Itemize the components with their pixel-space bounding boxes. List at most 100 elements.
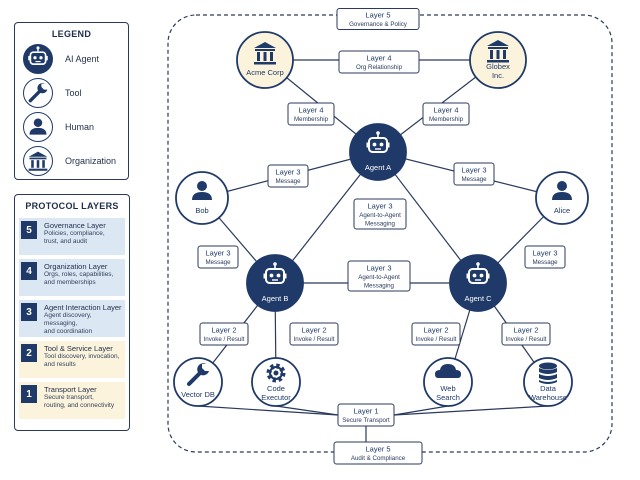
- label-box: [422, 102, 470, 126]
- layer-name: Governance Layer: [44, 221, 106, 230]
- node-label: Code: [267, 384, 285, 393]
- legend-title: LEGEND: [51, 29, 92, 39]
- label-box: [501, 322, 551, 346]
- node-label: Agent A: [365, 163, 391, 172]
- layer-name: Organization Layer: [44, 262, 108, 271]
- node-label: Web: [440, 384, 455, 393]
- node-label: Data: [540, 384, 557, 393]
- layer-name: Agent Interaction Layer: [44, 303, 122, 312]
- legend-item-ai-agent: AI Agent: [15, 42, 128, 76]
- layer-name: Tool & Service Layer: [44, 344, 113, 353]
- layer-label-sub: Audit & Compliance: [351, 455, 406, 462]
- legend-label: AI Agent: [65, 54, 100, 64]
- person-icon: [23, 112, 53, 142]
- label-box: [524, 245, 566, 269]
- layer-label-sub: Membership: [294, 116, 329, 123]
- layer-label-title: Layer 3: [532, 249, 557, 258]
- label-box: [338, 50, 420, 74]
- layer-label-sub: Membership: [429, 116, 464, 123]
- layer-label-sub: Agent-to-Agent: [359, 212, 401, 219]
- layer-label-title: Layer 3: [367, 202, 392, 211]
- node-alice[interactable]: Alice: [535, 171, 589, 225]
- layer-label-sub: Messaging: [365, 221, 395, 228]
- layer-description: and memberships: [44, 279, 96, 286]
- layer-label-sub: Message: [461, 176, 487, 183]
- layer-description: Agent discovery, messaging,: [44, 312, 92, 327]
- layer-number-badge: 2: [21, 344, 37, 362]
- layer-description: and results: [44, 361, 76, 368]
- layer-description: Secure transport,: [44, 394, 94, 401]
- node-label: Executor: [261, 393, 291, 402]
- label-box: [411, 322, 461, 346]
- layer-label-sub: Invoke / Result: [506, 336, 547, 343]
- label-box: [289, 322, 339, 346]
- node-label: Alice: [554, 206, 570, 215]
- node-label: Bob: [195, 206, 208, 215]
- layer-description: trust, and audit: [44, 238, 87, 245]
- node-acme[interactable]: Acme Corp: [236, 31, 294, 89]
- layer-label-title: Layer 2: [423, 326, 448, 335]
- layer-label-title: Layer 2: [513, 326, 538, 335]
- layer-label-sub: Message: [205, 259, 231, 266]
- layer-label-title: Layer 1: [353, 407, 378, 416]
- transport-link: [275, 405, 339, 416]
- legend-label: Human: [65, 122, 95, 132]
- legend-item-human: Human: [15, 110, 128, 144]
- label-box: [199, 322, 249, 346]
- layer-label-sub: Invoke / Result: [204, 336, 245, 343]
- node-circle: [423, 357, 473, 407]
- layer-label-title: Layer 3: [461, 166, 486, 175]
- legend-item-organization: Organization: [15, 144, 128, 178]
- wrench-icon: [23, 78, 53, 108]
- layer-label-title: Layer 3: [275, 168, 300, 177]
- node-agent-c[interactable]: Agent C: [449, 254, 507, 312]
- layer-label-sub: Invoke / Result: [416, 336, 457, 343]
- node-agent-b[interactable]: Agent B: [246, 254, 304, 312]
- node-bob[interactable]: Bob: [175, 171, 229, 225]
- label-box: [333, 441, 423, 465]
- layer-label-title: Layer 3: [366, 264, 391, 273]
- node-vector-db[interactable]: Vector DB: [173, 357, 223, 407]
- layer-label-title: Layer 4: [298, 106, 323, 115]
- node-label: Globex: [486, 62, 510, 71]
- protocol-layers-title: PROTOCOL LAYERS: [25, 201, 119, 211]
- layer-label-title: Layer 2: [211, 326, 236, 335]
- label-box: [353, 198, 407, 230]
- layer-description: and coordination: [44, 328, 93, 335]
- node-label: Agent B: [262, 294, 289, 303]
- node-agent-a[interactable]: Agent A: [349, 123, 407, 181]
- layer-label-sub: Secure Transport: [342, 417, 390, 424]
- node-label: Warehouse: [529, 393, 567, 402]
- legend-item-tool: Tool: [15, 76, 128, 110]
- layer-label-sub: Message: [275, 178, 301, 185]
- node-circle: [173, 357, 223, 407]
- node-label: Inc.: [492, 71, 504, 80]
- transport-link: [393, 405, 549, 416]
- node-label: Search: [436, 393, 460, 402]
- layer-label-sub: Message: [532, 259, 558, 266]
